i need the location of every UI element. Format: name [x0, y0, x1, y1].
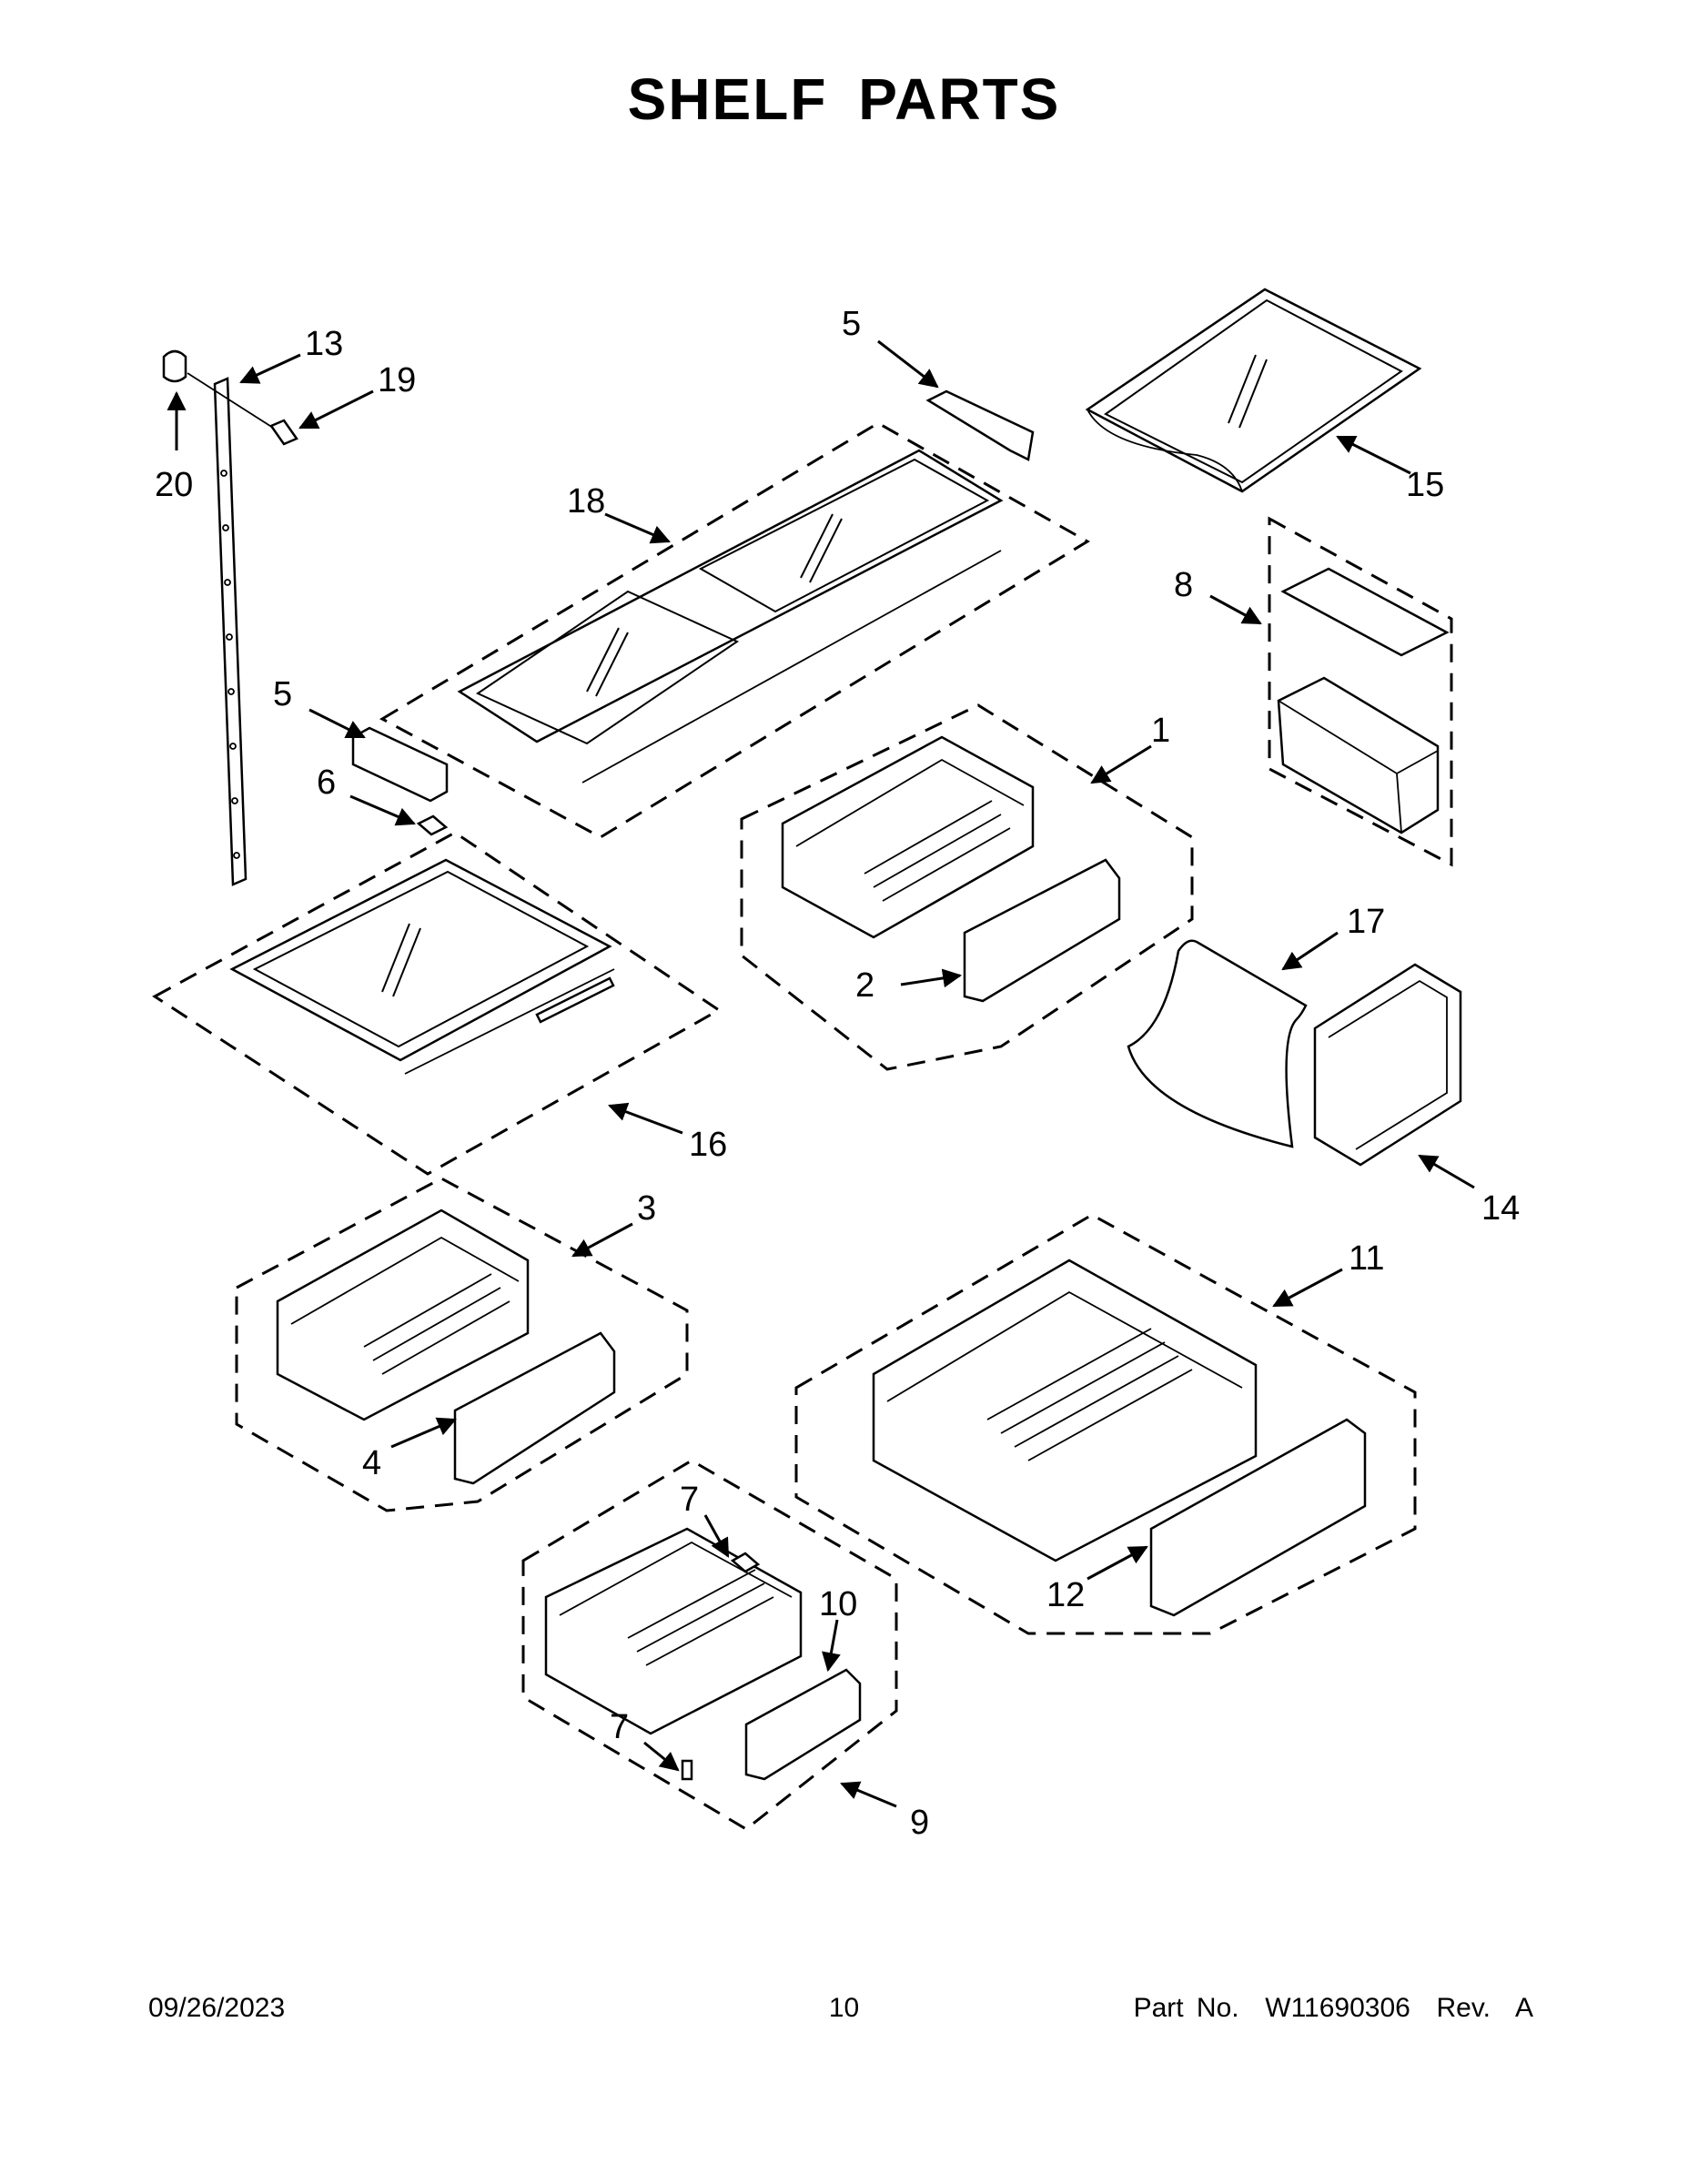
large-drawer-cover-part	[1149, 1418, 1367, 1617]
footer-date: 09/26/2023	[148, 1993, 286, 2023]
small-drawer-part	[544, 1527, 803, 1735]
large-drawer-part	[872, 1259, 1258, 1562]
dairy-bin-group	[1268, 516, 1453, 867]
part-8-outline	[1268, 516, 1453, 867]
crisper-drawer-part	[781, 735, 1035, 939]
rail-cap-part	[162, 349, 187, 383]
crisper-drawer-1-group	[740, 703, 1194, 1071]
page-title: SHELF PARTS	[627, 66, 1061, 132]
bin-lid-part	[1280, 567, 1450, 657]
dairy-bin-part	[1277, 676, 1440, 834]
callout-arrows	[167, 339, 1475, 1808]
large-drawer-group	[794, 1213, 1417, 1635]
wide-glass-shelf-group	[379, 421, 1090, 839]
callout-7-top: 7	[680, 1481, 699, 1519]
drawer-screw-bottom-part	[681, 1759, 693, 1781]
part-3-outline	[235, 1177, 689, 1512]
callout-10: 10	[819, 1585, 857, 1623]
callout-14: 14	[1481, 1189, 1520, 1228]
small-drawer-group	[521, 1459, 898, 1831]
door-bin-group	[1313, 963, 1462, 1167]
shelf-rail-assembly	[162, 349, 298, 886]
callout-15: 15	[1406, 466, 1444, 504]
crisper-cover-part	[963, 858, 1121, 1003]
callout-7-bottom: 7	[610, 1708, 629, 1746]
callout-5-top: 5	[842, 305, 861, 343]
callout-11: 11	[1349, 1239, 1384, 1278]
shelf-bracket-top-part	[925, 389, 1035, 461]
lower-glass-shelf-part	[229, 858, 612, 1062]
shelf-bracket-left-part	[351, 726, 449, 803]
callout-1: 1	[1151, 712, 1170, 750]
drawer-3-cover-part	[453, 1331, 616, 1485]
callout-13: 13	[305, 325, 343, 363]
callout-16: 16	[689, 1126, 727, 1164]
callout-20: 20	[155, 466, 193, 504]
callout-6: 6	[317, 763, 336, 802]
shelf-trim-part	[535, 976, 615, 1024]
curved-divider-part	[1127, 939, 1308, 1148]
vertical-rail-part	[213, 377, 248, 886]
wide-glass-shelf-part	[457, 449, 1004, 743]
small-glass-shelf-group	[1085, 288, 1422, 493]
callout-12: 12	[1046, 1576, 1085, 1614]
callout-4: 4	[362, 1444, 381, 1482]
drawer-3-part	[276, 1208, 530, 1421]
footer-page-number: 10	[828, 1993, 860, 2023]
part-11-outline	[794, 1213, 1417, 1635]
callout-3: 3	[637, 1189, 656, 1228]
callout-9: 9	[910, 1804, 929, 1842]
rail-holes	[220, 470, 240, 859]
callout-8: 8	[1174, 566, 1193, 604]
small-drawer-cover-part	[744, 1668, 862, 1781]
callout-19: 19	[378, 361, 416, 399]
door-bin-part	[1313, 963, 1462, 1167]
part-18-outline	[379, 421, 1090, 839]
lower-glass-shelf-group	[152, 831, 722, 1176]
part-9-outline	[521, 1459, 898, 1831]
footer-part-number: Part No. W11690306 Rev. A	[1133, 1993, 1533, 2023]
crisper-drawer-3-group	[235, 1177, 689, 1512]
bracket-screw-part	[416, 814, 449, 836]
callout-2: 2	[855, 966, 874, 1005]
rail-screw-part	[269, 419, 298, 446]
callout-labels: 1 2 3 4 5 5 6 7 7 8 9 10 11 12 13 14 15 …	[155, 305, 1520, 1842]
callout-5-left: 5	[273, 675, 292, 713]
part-1-outline	[740, 703, 1194, 1071]
callout-18: 18	[567, 482, 605, 521]
callout-17: 17	[1347, 903, 1385, 941]
drawer-screw-top-part	[730, 1552, 761, 1573]
